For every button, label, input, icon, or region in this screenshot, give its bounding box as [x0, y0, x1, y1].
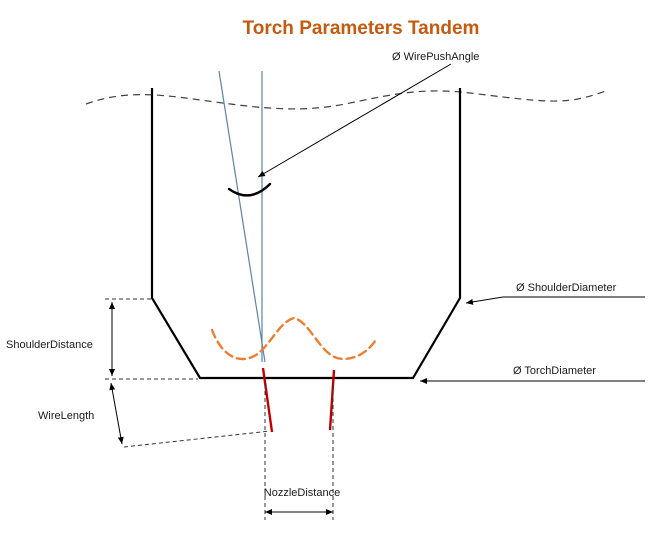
wire-push-angle-arc — [227, 182, 272, 197]
wire-left — [261, 367, 274, 433]
weld-pool-dashed-contour — [210, 316, 379, 361]
wire-length-dimension-line — [109, 382, 124, 445]
wire-push-angle-line — [218, 70, 266, 363]
shoulder-diameter-pointer — [465, 296, 645, 305]
wire-push-angle-pointer — [257, 63, 452, 178]
shoulder-diameter-label: Ø ShoulderDiameter — [516, 282, 617, 294]
workpiece-surface-line — [85, 90, 607, 110]
wire-push-angle-label: Ø WirePushAngle — [392, 51, 479, 63]
page-title: Torch Parameters Tandem — [243, 18, 480, 39]
wire-length-label: WireLength — [38, 410, 94, 422]
torch-diameter-label: Ø TorchDiameter — [513, 365, 596, 377]
wire-right — [328, 369, 336, 431]
wire-length-extension-line — [123, 430, 271, 448]
nozzle-distance-label: NozzleDistance — [264, 487, 340, 499]
shoulder-distance-label: ShoulderDistance — [6, 339, 93, 351]
torch-body-outline — [150, 88, 462, 380]
